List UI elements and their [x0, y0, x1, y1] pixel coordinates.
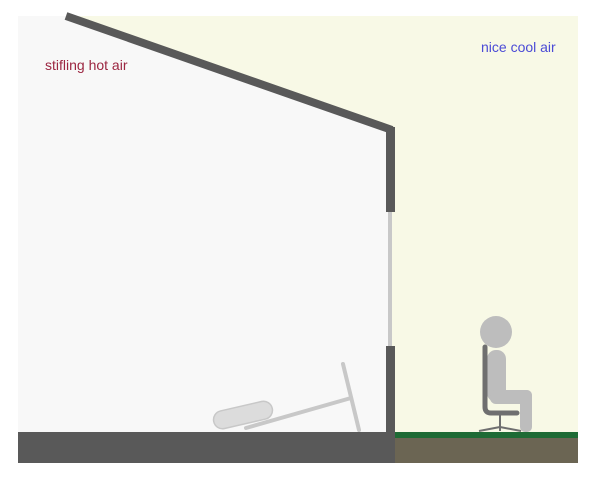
wall-lower — [386, 346, 395, 432]
inside-air-region — [18, 16, 392, 432]
grass — [395, 432, 578, 438]
inside-air-label: stifling hot air — [45, 57, 128, 73]
wall-upper — [386, 127, 395, 212]
chair-icon — [478, 344, 522, 432]
window-glass — [388, 212, 392, 346]
floor-foundation — [18, 432, 395, 463]
roof — [64, 12, 394, 134]
fan-icon — [212, 362, 361, 432]
person-icon — [480, 316, 532, 432]
outside-air-label: nice cool air — [481, 39, 556, 55]
